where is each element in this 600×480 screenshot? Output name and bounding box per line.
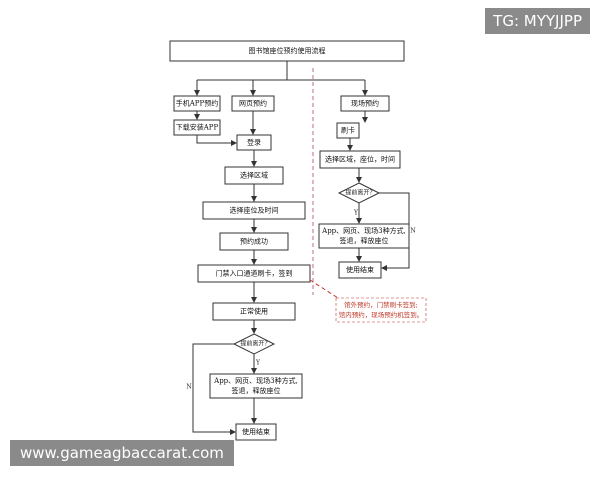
login-label: 登录 bbox=[247, 138, 261, 147]
no-label: N bbox=[186, 384, 191, 391]
normal-use-label: 正常使用 bbox=[240, 307, 268, 316]
note-box bbox=[335, 297, 427, 323]
end-use-box bbox=[235, 423, 277, 441]
note-line-1: 馆外预约，门禁刷卡签到; bbox=[344, 300, 418, 309]
onsite-release-line-1: App、网页、现场3种方式, bbox=[321, 226, 406, 235]
diagram-title: 图书馆座位预约使用流程 bbox=[249, 46, 326, 55]
watermark-bottom: www.gameagbaccarat.com bbox=[10, 440, 234, 466]
web-reserve-label: 网页预约 bbox=[239, 99, 267, 108]
reserve-success-label: 预约成功 bbox=[240, 237, 268, 246]
download-app-label: 下载安装APP bbox=[176, 123, 219, 132]
select-seat-time-label: 选择座位及时间 bbox=[230, 206, 279, 215]
gate-swipe-label: 门禁入口通道刷卡，签到 bbox=[216, 269, 293, 278]
onsite-select-box bbox=[319, 150, 401, 169]
onsite-no-label: N bbox=[410, 228, 415, 235]
onsite-yes-label: Y bbox=[353, 210, 359, 217]
leave-early-label: 提前离开? bbox=[240, 340, 267, 348]
release-seat-box bbox=[209, 373, 303, 399]
onsite-release-line-2: 签退，释放座位 bbox=[340, 236, 389, 245]
onsite-reserve-label: 现场预约 bbox=[351, 99, 379, 108]
onsite-leave-label: 提前离开? bbox=[345, 189, 372, 197]
release-line-2: 签退，释放座位 bbox=[232, 386, 281, 395]
swipe-card-label: 刷卡 bbox=[341, 126, 355, 135]
end-use-label: 使用结束 bbox=[242, 427, 270, 436]
yes-label: Y bbox=[255, 360, 261, 367]
onsite-select-label: 选择区域，座位，时间 bbox=[325, 155, 395, 164]
app-reserve-label: 手机APP预约 bbox=[176, 99, 218, 108]
onsite-end-label: 使用结束 bbox=[346, 265, 374, 274]
watermark-top: TG: MYYJJPP bbox=[485, 8, 590, 34]
select-area-label: 选择区域 bbox=[240, 171, 268, 180]
swipe-card-box bbox=[336, 122, 360, 139]
note-pointer bbox=[309, 279, 339, 299]
onsite-end-box bbox=[338, 261, 382, 279]
note-line-2: 馆内预约，现场预约机签到。 bbox=[339, 310, 424, 319]
release-line-1: App、网页、现场3种方式, bbox=[213, 376, 298, 385]
